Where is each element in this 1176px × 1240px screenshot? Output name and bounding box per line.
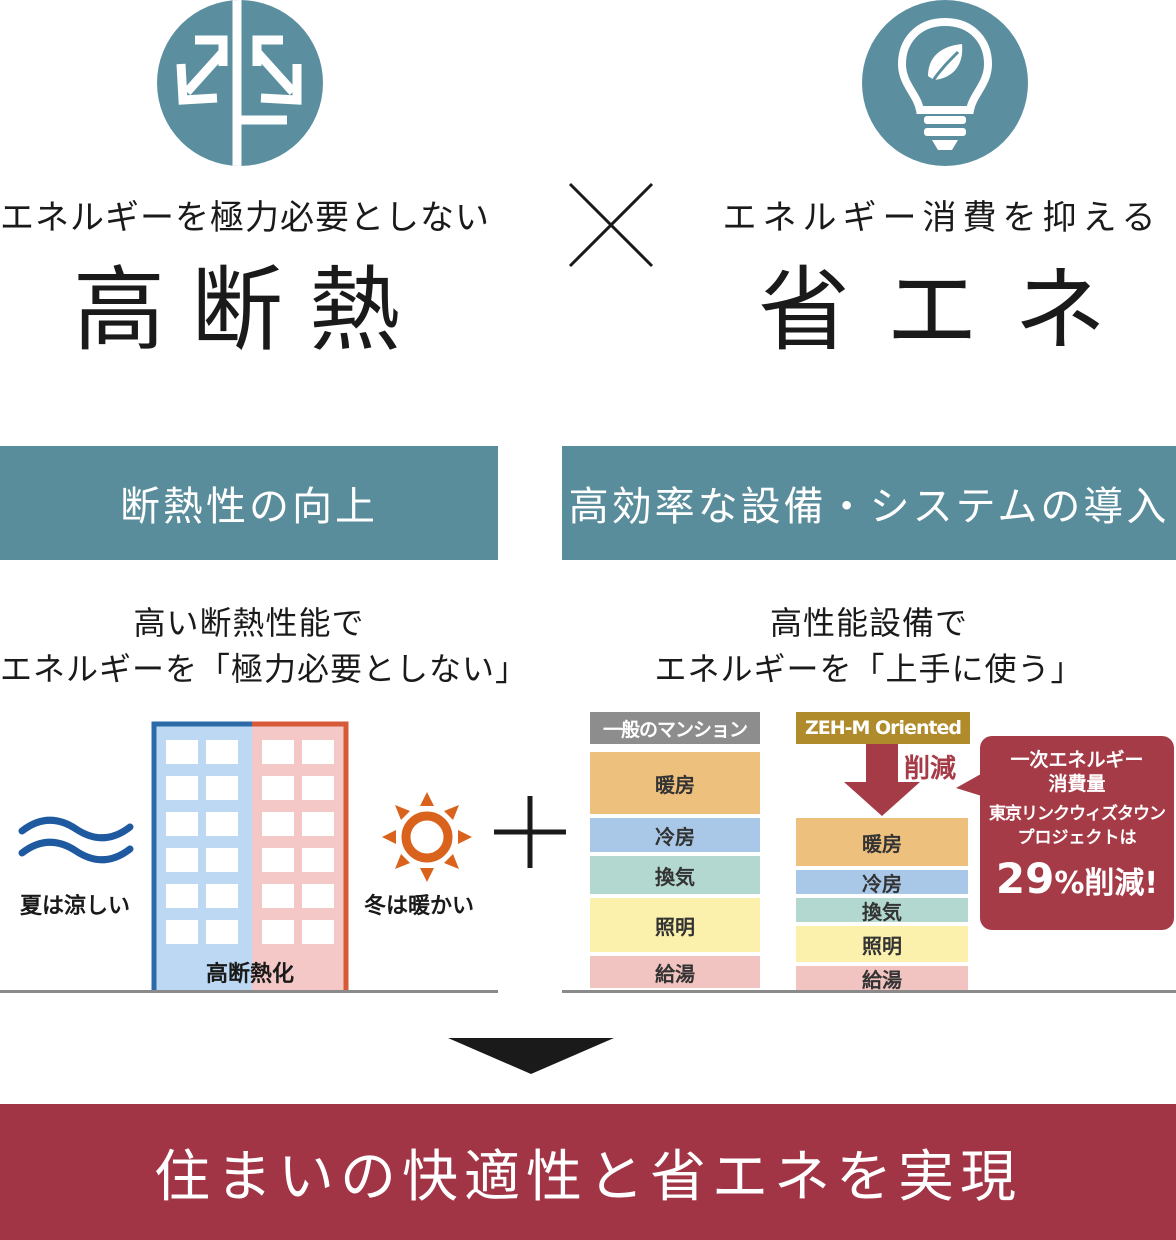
- right-description: 高性能設備で エネルギーを「上手に使う」: [562, 600, 1176, 692]
- reduction-label: 削減: [904, 754, 957, 784]
- zeh-segment-heating: 暖房: [796, 818, 968, 866]
- zeh-energy-stack: 暖房 冷房 換気 照明 給湯: [796, 818, 968, 992]
- callout-highlight-number: 29: [995, 854, 1055, 903]
- general-segment-heating: 暖房: [590, 752, 760, 814]
- left-main-title: 高断熱: [72, 257, 427, 364]
- sun-icon: [382, 792, 472, 882]
- right-main-title: 省エネ: [757, 257, 1142, 364]
- times-icon: [566, 180, 656, 270]
- callout-line2: 消費量: [1048, 773, 1106, 795]
- general-energy-stack: 暖房 冷房 換気 照明 給湯: [590, 752, 760, 988]
- callout-line4: プロジェクトは: [1017, 828, 1137, 848]
- plus-icon: [492, 794, 568, 870]
- general-segment-lighting: 照明: [590, 898, 760, 952]
- general-segment-ventilation: 換気: [590, 856, 760, 894]
- zeh-segment-ventilation: 換気: [796, 898, 968, 924]
- general-mansion-header: 一般のマンション: [590, 712, 760, 744]
- general-segment-hot-water: 給湯: [590, 956, 760, 988]
- left-description-line1: 高い断熱性能で: [133, 604, 365, 642]
- callout-line3: 東京リンクウィズタウン: [989, 804, 1166, 824]
- insulation-band: 断熱性の向上: [0, 446, 498, 560]
- zeh-segment-cooling: 冷房: [796, 870, 968, 896]
- zeh-segment-hot-water: 給湯: [796, 966, 968, 992]
- lightbulb-leaf-icon: [862, 0, 1028, 166]
- building-caption: 高断熱化: [205, 962, 294, 987]
- right-subtitle: エネルギー消費を抑える: [722, 198, 1162, 238]
- reduction-arrow-icon: [842, 744, 922, 818]
- left-description: 高い断熱性能で エネルギーを「極力必要としない」: [0, 600, 529, 692]
- callout-line1: 一次エネルギー: [1010, 749, 1144, 771]
- right-description-line1: 高性能設備で: [769, 604, 968, 642]
- insulation-arrows-icon: [157, 0, 323, 166]
- right-description-line2: エネルギーを「上手に使う」: [654, 650, 1084, 688]
- building-illustration: [150, 720, 350, 992]
- callout-highlight-rest: %削減!: [1054, 866, 1159, 901]
- left-subtitle: エネルギーを極力必要としない: [0, 198, 490, 238]
- right-ground-line: [562, 990, 1176, 993]
- zeh-segment-lighting: 照明: [796, 926, 968, 962]
- left-ground-line: [0, 990, 498, 993]
- general-segment-cooling: 冷房: [590, 818, 760, 852]
- cool-wind-icon: [18, 815, 134, 865]
- winter-caption: 冬は暖かい: [364, 894, 475, 919]
- left-description-line2: エネルギーを「極力必要としない」: [0, 650, 529, 688]
- equipment-band: 高効率な設備・システムの導入: [562, 446, 1176, 560]
- zeh-header: ZEH-M Oriented: [796, 712, 970, 744]
- reduction-callout: 一次エネルギー 消費量 東京リンクウィズタウン プロジェクトは 29%削減!: [980, 736, 1174, 930]
- callout-highlight: 29%削減!: [980, 854, 1174, 903]
- down-arrow-icon: [448, 1038, 614, 1074]
- conclusion-banner: 住まいの快適性と省エネを実現: [0, 1104, 1176, 1240]
- summer-caption: 夏は涼しい: [20, 894, 131, 919]
